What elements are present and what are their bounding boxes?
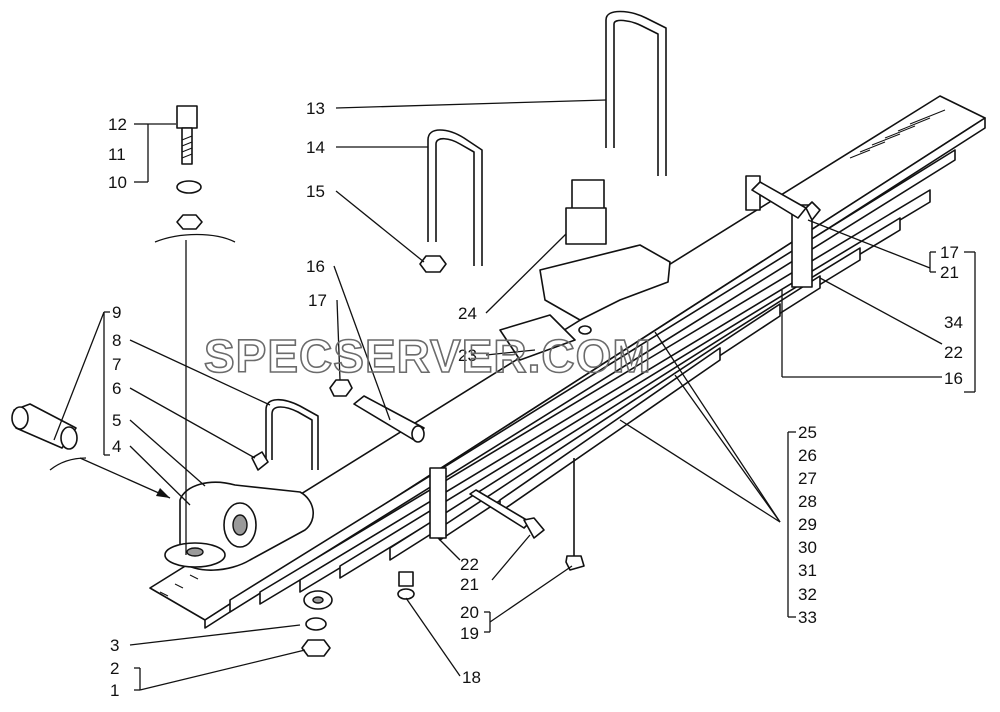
u-bolt-13 (605, 10, 667, 176)
callout-8: 8 (112, 331, 121, 350)
callout-32: 32 (798, 585, 817, 604)
saddle-24 (539, 179, 671, 321)
callout-4: 4 (112, 437, 121, 456)
callout-10: 10 (108, 173, 127, 192)
callout-24: 24 (458, 304, 477, 323)
callout-16-right: 16 (944, 369, 963, 388)
watermark: SPECSERVER.COM (204, 330, 652, 382)
u-bolt-14 (427, 129, 483, 266)
callout-labels: 12 11 10 9 8 7 6 5 4 13 14 15 16 17 24 2… (108, 99, 963, 700)
callout-22-middle: 22 (460, 555, 479, 574)
callout-18: 18 (462, 668, 481, 687)
callout-21-middle: 21 (460, 575, 479, 594)
callout-29: 29 (798, 515, 817, 534)
u-bolt-8 (265, 398, 319, 470)
callout-20: 20 (460, 603, 479, 622)
callout-5: 5 (112, 411, 121, 430)
center-bolt (565, 458, 585, 571)
callout-27: 27 (798, 469, 817, 488)
nut-10 (176, 214, 203, 230)
lower-fasteners (301, 590, 333, 657)
callout-15: 15 (306, 182, 325, 201)
callout-6: 6 (112, 379, 121, 398)
callout-7: 7 (112, 355, 121, 374)
callout-33: 33 (798, 608, 817, 627)
nut-15 (419, 255, 447, 273)
callout-25: 25 (798, 423, 817, 442)
callout-17-right: 17 (940, 243, 959, 262)
callout-13: 13 (306, 99, 325, 118)
callout-16: 16 (306, 257, 325, 276)
callout-30: 30 (798, 538, 817, 557)
callout-1: 1 (110, 681, 119, 700)
callout-19: 19 (460, 624, 479, 643)
callout-22-right: 22 (944, 343, 963, 362)
bolt-12 (176, 105, 198, 165)
bolt-18 (397, 571, 415, 600)
callout-9: 9 (112, 303, 121, 322)
callout-12: 12 (108, 115, 127, 134)
callout-31: 31 (798, 561, 817, 580)
grease-fitting-6 (251, 451, 269, 471)
callout-17: 17 (308, 291, 327, 310)
callout-2: 2 (110, 659, 119, 678)
callout-11: 11 (108, 145, 126, 164)
pin-9 (11, 403, 78, 450)
callout-26: 26 (798, 446, 817, 465)
callout-23: 23 (458, 346, 477, 365)
callout-34: 34 (944, 313, 963, 332)
spring-bracket (164, 481, 314, 571)
callout-14: 14 (306, 138, 325, 157)
spring-washer-11 (176, 180, 202, 194)
leader-lines (53, 99, 976, 691)
nut-17 (329, 379, 353, 397)
leaf-spring-pack (149, 95, 986, 629)
pad-23 (499, 314, 576, 361)
callout-3: 3 (110, 636, 119, 655)
callout-21-right: 21 (940, 263, 959, 282)
callout-28: 28 (798, 492, 817, 511)
